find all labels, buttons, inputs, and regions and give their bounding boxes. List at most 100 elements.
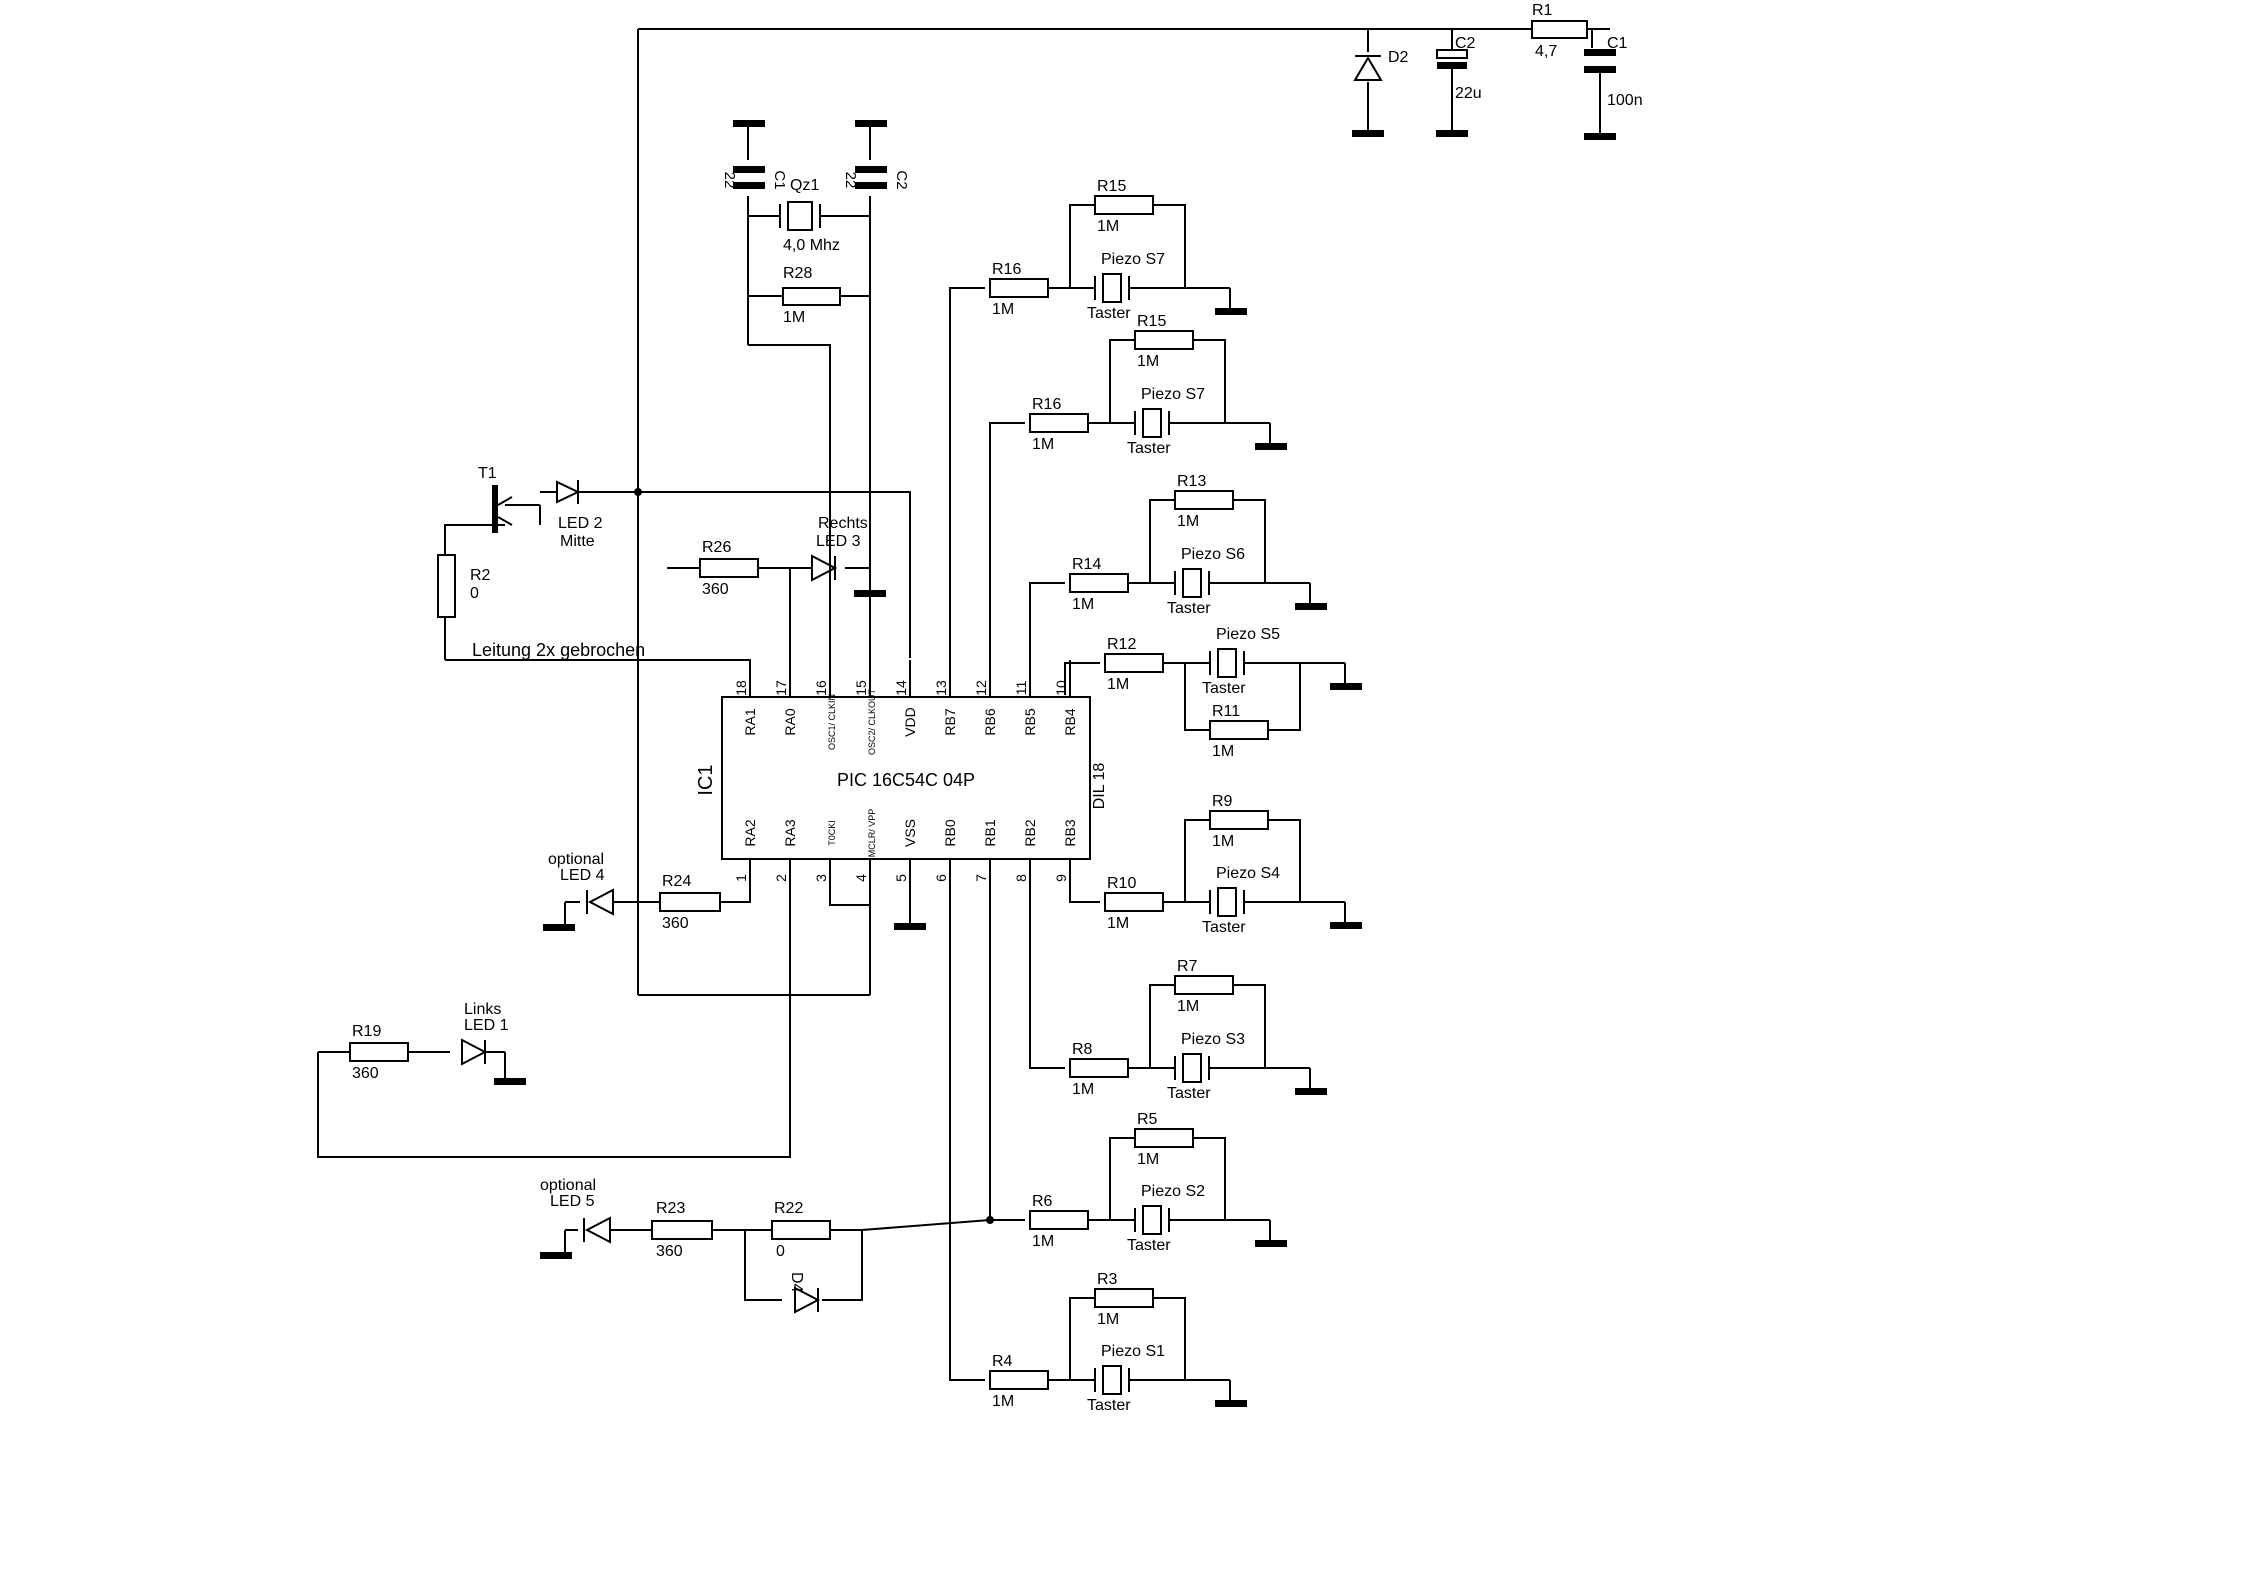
series-resistor-name: R12	[1107, 636, 1136, 653]
piezo-element	[1182, 568, 1202, 598]
taster-label: Taster	[1087, 305, 1131, 322]
resistor-r28	[782, 287, 841, 306]
r26-name: R26	[702, 539, 731, 556]
r19-name: R19	[352, 1023, 381, 1040]
ground-symbol	[1295, 1088, 1327, 1095]
parallel-resistor-name: R15	[1137, 313, 1166, 330]
ic-part-number: PIC 16C54C 04P	[837, 770, 975, 790]
series-resistor-value: 1M	[992, 301, 1014, 318]
r24-value: 360	[662, 915, 689, 932]
r2-value: 0	[470, 585, 479, 602]
series-resistor-name: R6	[1032, 1193, 1053, 1210]
parallel-resistor	[1174, 975, 1234, 995]
parallel-resistor-value: 1M	[1177, 998, 1199, 1015]
taster-label: Taster	[1087, 1397, 1131, 1414]
r28-name: R28	[783, 265, 812, 282]
parallel-resistor-value: 1M	[1097, 1311, 1119, 1328]
resistor-r23	[651, 1220, 713, 1240]
oscillator: C1 22 C2 22 Qz1 4,0 Mhz R28 1M	[721, 120, 910, 326]
ground-symbol	[1255, 1240, 1287, 1247]
r2-name: R2	[470, 567, 491, 584]
resistor-r19	[349, 1042, 409, 1062]
series-resistor-name: R16	[992, 261, 1021, 278]
series-resistor-name: R10	[1107, 875, 1136, 892]
ic-pin-name: RA3	[782, 819, 798, 846]
resistor-r22	[771, 1220, 831, 1240]
ic-pin-name: RA1	[742, 708, 758, 735]
taster-label: Taster	[1202, 919, 1246, 936]
ground-symbol	[1215, 1400, 1247, 1407]
piezo-label: Piezo S6	[1181, 546, 1245, 563]
series-resistor-value: 1M	[1107, 915, 1129, 932]
series-resistor-value: 1M	[1072, 596, 1094, 613]
parallel-resistor	[1094, 195, 1154, 215]
piezo-element	[1217, 887, 1237, 917]
resistor-r26	[699, 558, 759, 578]
ic-pin-name: OSC2/ CLKOUT	[867, 688, 877, 755]
ic-pin-name: RB0	[942, 819, 958, 846]
ic-pin-name: MCLR/ VPP	[867, 809, 877, 858]
r26-value: 360	[702, 581, 729, 598]
ic-pin-number: 14	[893, 680, 909, 696]
ic-pin-number: 10	[1053, 680, 1069, 696]
piezo-label: Piezo S7	[1101, 251, 1165, 268]
r23-value: 360	[656, 1243, 683, 1260]
c2-power-value: 22u	[1455, 85, 1482, 102]
r28-value: 1M	[783, 309, 805, 326]
ic-pin-number: 17	[773, 680, 789, 696]
ic-pin-name: RB3	[1062, 819, 1078, 846]
parallel-resistor	[1134, 330, 1194, 350]
ic-pin-number: 15	[853, 680, 869, 696]
parallel-resistor	[1174, 490, 1234, 510]
parallel-resistor-value: 1M	[1212, 833, 1234, 850]
ic-pin-name: RA2	[742, 819, 758, 846]
junctions	[634, 488, 994, 1224]
ground-symbol	[1436, 130, 1468, 137]
osc-c1-value: 22	[721, 172, 738, 189]
led5-sub: optional	[540, 1177, 596, 1194]
taster-label: Taster	[1127, 1237, 1171, 1254]
c2-power-name: C2	[1455, 35, 1476, 52]
series-resistor-name: R16	[1032, 396, 1061, 413]
series-resistor-value: 1M	[992, 1393, 1014, 1410]
r19-value: 360	[352, 1065, 379, 1082]
ic-pin-number: 5	[893, 874, 909, 882]
parallel-resistor	[1094, 1288, 1154, 1308]
piezo-label: Piezo S4	[1216, 865, 1280, 882]
parallel-resistor-name: R13	[1177, 473, 1206, 490]
r1-name: R1	[1532, 2, 1553, 19]
series-resistor-value: 1M	[1107, 676, 1129, 693]
parallel-resistor-name: R3	[1097, 1271, 1118, 1288]
parallel-resistor-value: 1M	[1177, 513, 1199, 530]
piezo-element	[1142, 408, 1162, 438]
ground-symbol	[1255, 443, 1287, 450]
ground-symbol	[894, 923, 926, 930]
piezo-label: Piezo S2	[1141, 1183, 1205, 1200]
c1-power-name: C1	[1607, 35, 1628, 52]
resistor-r24	[659, 892, 721, 912]
ic-pin-number: 12	[973, 680, 989, 696]
taster-label: Taster	[1202, 680, 1246, 697]
parallel-resistor-name: R15	[1097, 178, 1126, 195]
ic-pin-number: 18	[733, 680, 749, 696]
parallel-resistor	[1209, 720, 1269, 740]
parallel-resistor-value: 1M	[1137, 353, 1159, 370]
led4-name: LED 4	[560, 867, 605, 884]
ic-pin-number: 3	[813, 874, 829, 882]
piezo-element	[1102, 273, 1122, 303]
series-resistor	[1069, 573, 1129, 593]
ground-symbol	[1330, 922, 1362, 929]
piezo-element	[1102, 1365, 1122, 1395]
power-supply: R1 4,7 C1 100n C2 22u D2	[1352, 2, 1643, 140]
led5-name: LED 5	[550, 1193, 595, 1210]
series-resistor-value: 1M	[1032, 1233, 1054, 1250]
r24-name: R24	[662, 873, 691, 890]
series-resistor	[989, 278, 1049, 298]
series-resistor	[1069, 1058, 1129, 1078]
